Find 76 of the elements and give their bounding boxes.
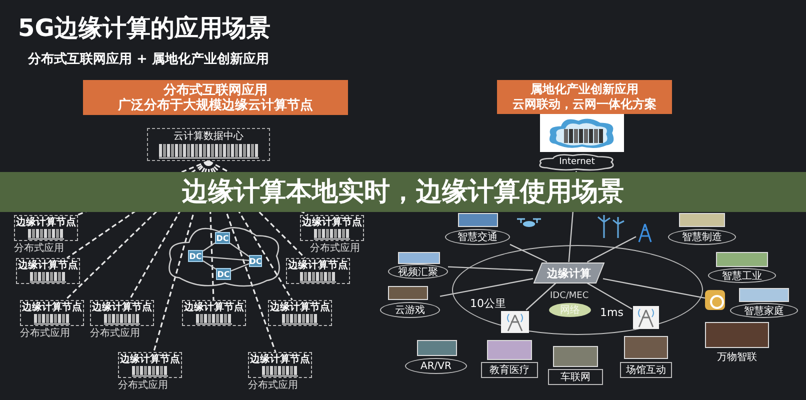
node-label: 云计算数据中心 bbox=[174, 130, 244, 142]
scene-label: 智慧家庭 bbox=[730, 303, 798, 318]
smart-hub-icon bbox=[705, 290, 725, 310]
base-station-picture bbox=[633, 306, 659, 329]
dc-cube: DC bbox=[216, 268, 231, 280]
node-label: 边缘计算节点 bbox=[92, 302, 152, 312]
edge-computing-box bbox=[534, 263, 604, 283]
node-label: 边缘计算 bbox=[547, 266, 591, 280]
node-caption: 分布式应用 bbox=[14, 243, 64, 255]
scene-label: 万物智联 bbox=[716, 351, 758, 364]
connector bbox=[202, 242, 216, 252]
edge-node-box bbox=[268, 300, 332, 326]
connector bbox=[526, 282, 558, 310]
node-caption: 分布式应用 bbox=[90, 328, 140, 340]
data-center-box bbox=[147, 128, 270, 161]
connector bbox=[202, 256, 250, 262]
card-subheading: 广泛分布于大规模边缘云计算节点 bbox=[118, 98, 313, 112]
edge-label: 10公里 bbox=[470, 296, 506, 311]
network-cloud: 网络 bbox=[549, 303, 591, 317]
node-label: Internet bbox=[559, 157, 595, 167]
node-label: 边缘计算节点 bbox=[302, 216, 362, 228]
connector bbox=[510, 244, 548, 263]
edge-node-box bbox=[14, 215, 78, 241]
edge-node-box bbox=[300, 215, 364, 241]
node-caption: IDC/MEC bbox=[550, 290, 589, 302]
node-label: 边缘计算节点 bbox=[120, 354, 180, 364]
card-subheading: 云网联动，云网一体化方案 bbox=[512, 97, 656, 112]
node-caption: 分布式应用 bbox=[248, 380, 298, 392]
node-label: 边缘计算节点 bbox=[184, 302, 244, 312]
node-label: 边缘计算节点 bbox=[22, 302, 82, 312]
scene-label: 智慧工业 bbox=[708, 268, 776, 283]
internet-cloud bbox=[537, 153, 617, 171]
card-heading: 属地化产业创新应用 bbox=[530, 82, 638, 97]
edge-node-box bbox=[90, 300, 154, 326]
cell-tower-icon bbox=[636, 222, 654, 242]
edge-label: 1ms bbox=[600, 306, 624, 319]
card-heading: 分布式互联网应用 bbox=[164, 82, 268, 98]
node-label: 边缘计算节点 bbox=[18, 260, 78, 270]
edge-node-box bbox=[20, 300, 84, 326]
scene-label: 场馆互动 bbox=[620, 362, 672, 378]
scene-label: 视频汇聚 bbox=[388, 264, 448, 279]
edge-node-box bbox=[286, 258, 350, 284]
edge-node-box bbox=[16, 258, 80, 284]
connector bbox=[202, 260, 216, 270]
dc-cube: DC bbox=[249, 255, 262, 267]
connector bbox=[585, 281, 632, 310]
title-card bbox=[83, 80, 348, 115]
edge-node-box bbox=[118, 352, 182, 378]
connector bbox=[230, 263, 250, 272]
node-label: 边缘计算节点 bbox=[288, 260, 348, 270]
node-caption: 分布式应用 bbox=[20, 328, 70, 340]
connector bbox=[586, 236, 636, 263]
node-label: 边缘计算节点 bbox=[250, 354, 310, 364]
overlay-banner: 边缘计算本地实时，边缘计算使用场景 bbox=[0, 172, 806, 212]
cloud-server-picture bbox=[540, 114, 624, 152]
title-card bbox=[497, 80, 672, 114]
edge-node-box bbox=[182, 300, 246, 326]
node-label: 边缘计算节点 bbox=[16, 216, 76, 228]
scene-label: 智慧制造 bbox=[668, 229, 736, 245]
edge-node-box bbox=[248, 352, 312, 378]
dc-cube: DC bbox=[188, 250, 203, 262]
dc-cube: DC bbox=[215, 232, 230, 244]
coverage-ellipse bbox=[452, 245, 703, 335]
scene-label: 车联网 bbox=[548, 369, 603, 385]
scene-label: AR/VR bbox=[405, 358, 467, 374]
connector bbox=[448, 266, 534, 272]
scene-label: 智慧交通 bbox=[445, 229, 510, 245]
node-label: 边缘计算节点 bbox=[270, 302, 330, 312]
scene-label: 教育医疗 bbox=[481, 362, 538, 378]
node-caption: 分布式应用 bbox=[118, 380, 168, 392]
scene-label: 云游戏 bbox=[380, 302, 440, 318]
subtitle: 分布式互联网应用 + 属地化产业创新应用 bbox=[28, 50, 269, 68]
page-title: 5G边缘计算的应用场景 bbox=[18, 13, 270, 44]
base-station-picture bbox=[501, 311, 529, 333]
node-caption: 分布式应用 bbox=[310, 243, 360, 255]
connector bbox=[230, 242, 250, 257]
